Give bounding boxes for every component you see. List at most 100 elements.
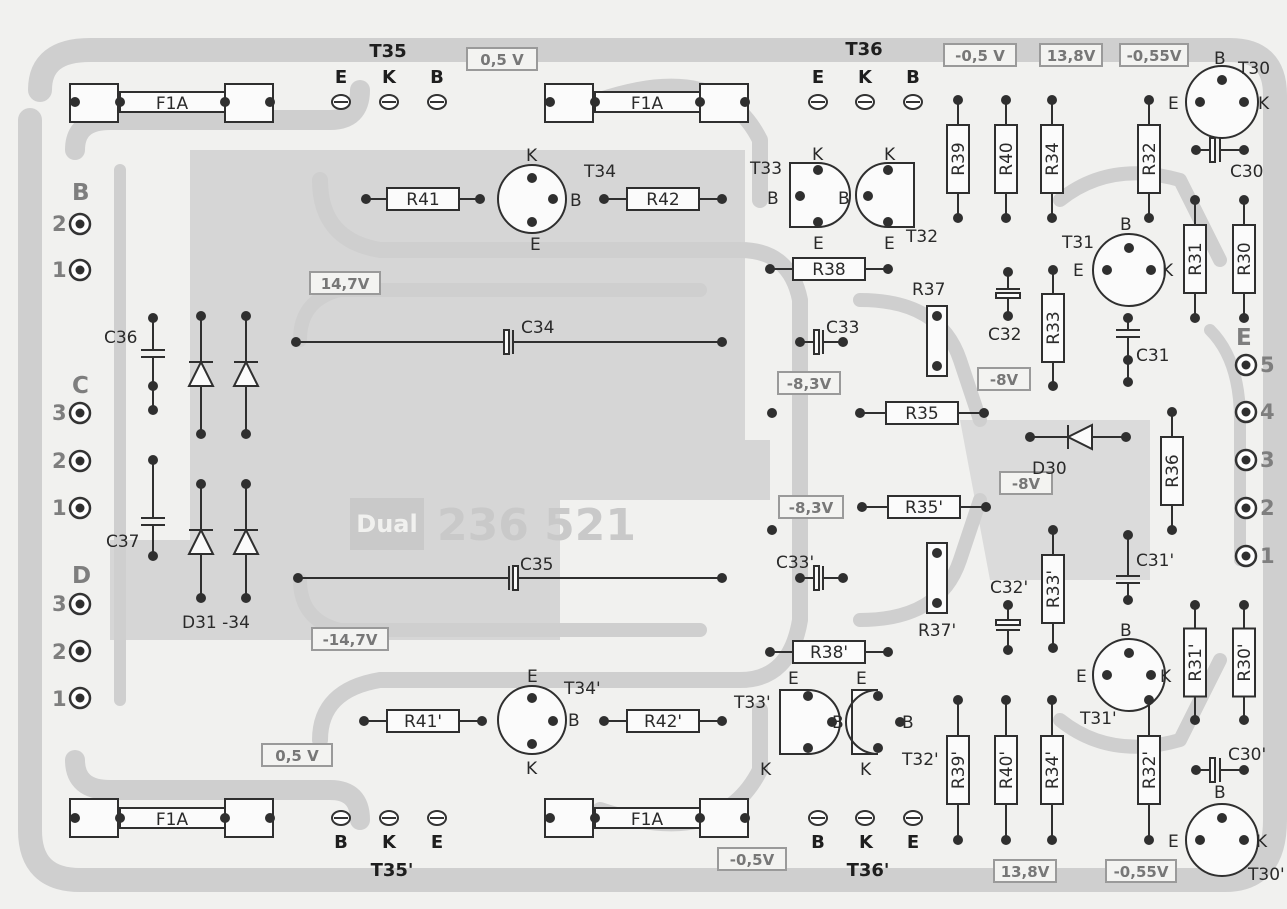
resistor-body [386, 187, 460, 211]
resistor-label: R33' [1044, 570, 1064, 608]
pin-number: 1 [52, 258, 67, 282]
pin-label: E [813, 234, 824, 254]
trimmer [926, 542, 948, 614]
resistor-label: R30 [1235, 242, 1255, 275]
solder-pad [1048, 525, 1058, 535]
pin-label: B [1214, 49, 1226, 69]
voltage-label: 0,5 V [275, 747, 319, 765]
solder-pad [293, 573, 303, 583]
solder-pad [196, 479, 206, 489]
solder-pad [795, 337, 805, 347]
fuse-label: F1A [631, 94, 664, 114]
capacitor: C30' [1196, 745, 1266, 783]
brand-logo [350, 498, 424, 550]
resistor-body [1040, 124, 1064, 194]
solder-pad [241, 479, 251, 489]
pin-label: K [858, 67, 873, 88]
solder-pad [873, 691, 883, 701]
solder-pad [932, 598, 942, 608]
side-letter-c: C [72, 373, 89, 399]
resistor: R41 [366, 187, 480, 211]
voltage-label: -14,7V [323, 631, 378, 649]
resistor-label: R38 [812, 260, 845, 280]
resistor: R42' [604, 709, 722, 733]
connector-pad [68, 496, 92, 520]
solder-pad [527, 173, 537, 183]
solder-pad [148, 551, 158, 561]
solder-pad [1048, 265, 1058, 275]
solder-pad [883, 165, 893, 175]
solder-pad [220, 813, 230, 823]
transistor-pad [855, 94, 875, 110]
pin-number: 2 [52, 212, 67, 236]
solder-pad [767, 408, 777, 418]
resistor-label: R32 [1140, 142, 1160, 175]
pin-label: B [430, 67, 444, 88]
resistor: R34 [1040, 100, 1064, 218]
capacitor-label: C30' [1228, 745, 1266, 765]
output-plane [960, 420, 1150, 580]
solder-pad [883, 264, 893, 274]
transistor-label: T32 [905, 227, 938, 247]
solder-pad [361, 194, 371, 204]
solder-pad [767, 525, 777, 535]
voltage-label: 13,8V [1001, 863, 1050, 881]
solder-pad [1047, 95, 1057, 105]
resistor: R33 [1041, 270, 1065, 386]
solder-pad [740, 813, 750, 823]
solder-pad [1102, 265, 1112, 275]
resistor-label: R39' [949, 751, 969, 789]
connector-pad [68, 258, 92, 282]
voltage-label: -8,3V [789, 499, 834, 517]
capacitors: C36 C37 C34 C35 [104, 137, 1266, 783]
resistor-label: R40' [997, 751, 1017, 789]
voltage-box [778, 495, 844, 519]
solder-pad [527, 217, 537, 227]
transistor-body [1092, 233, 1166, 307]
transistor-pad [331, 94, 351, 110]
solder-pad [1195, 97, 1205, 107]
solder-pad [70, 813, 80, 823]
solder-pad [795, 191, 805, 201]
solder-pad [1001, 213, 1011, 223]
solder-pad [548, 194, 558, 204]
pin-label: B [1120, 215, 1132, 235]
resistor: R40' [994, 700, 1018, 840]
voltage-box [993, 859, 1057, 883]
resistor-body [887, 495, 961, 519]
solder-pad [1144, 95, 1154, 105]
voltage-box [777, 371, 841, 395]
capacitor: C33' [776, 553, 843, 591]
resistor: R40 [994, 100, 1018, 218]
solder-pad [1003, 311, 1013, 321]
solder-pad [1003, 645, 1013, 655]
resistor-label: R31' [1186, 643, 1206, 681]
solder-pad [599, 194, 609, 204]
pin-label: B [1214, 783, 1226, 803]
resistor: R32 [1137, 100, 1161, 218]
solder-pad [196, 593, 206, 603]
solder-pad [1217, 813, 1227, 823]
resistor-body [885, 401, 959, 425]
pin-label: K [382, 832, 397, 853]
voltage-box [1039, 43, 1103, 67]
solder-pad [717, 337, 727, 347]
connector-pad [68, 639, 92, 663]
pin-label: B [334, 832, 348, 853]
solder-pad [70, 97, 80, 107]
connector-pad [1234, 353, 1258, 377]
transistor-body [845, 689, 879, 755]
capacitor: C36 [104, 318, 165, 410]
capacitor-label: C30 [1230, 162, 1264, 182]
solder-pad [883, 217, 893, 227]
solder-pad [1167, 407, 1177, 417]
diode-d30: D30 [1030, 423, 1126, 479]
pin-label: B [570, 191, 582, 211]
solder-pad [838, 573, 848, 583]
transistor-body [1092, 638, 1166, 712]
diode-label: D30 [1032, 459, 1067, 479]
resistor-body [792, 257, 866, 281]
solder-pad [220, 97, 230, 107]
resistor: R42 [604, 187, 722, 211]
